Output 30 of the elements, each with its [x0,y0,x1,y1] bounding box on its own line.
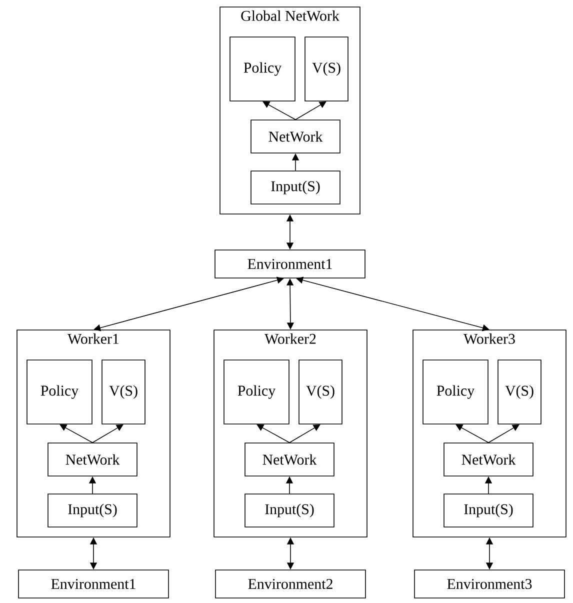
arrow [488,424,520,443]
process-box: V(S) [298,360,342,424]
process-box: V(S) [304,36,348,102]
process-box: V(S) [102,360,146,424]
process-box: Input(S) [244,494,334,528]
arrow [296,276,490,332]
arrow [92,424,124,443]
process-box: Policy [224,360,290,424]
process-box: NetWork [250,120,340,154]
process-box: Policy [422,360,488,424]
process-box: Input(S) [250,170,340,204]
process-box: NetWork [244,442,334,476]
arrow [60,424,93,443]
process-box: V(S) [498,360,542,424]
process-box: Policy [26,360,92,424]
process-box: Environment1 [18,570,169,598]
process-box: Policy [230,36,296,102]
arrow [94,276,284,332]
process-box: Input(S) [444,494,534,528]
process-box: NetWork [444,442,534,476]
process-box: NetWork [48,442,138,476]
arrow [456,424,489,443]
arrow [295,101,326,120]
arrow [289,424,320,443]
arrow [256,424,290,443]
process-box: Environment3 [414,570,565,598]
process-box: Environment1 [214,250,366,278]
arrow [262,101,296,120]
process-box: Input(S) [48,494,138,528]
process-box: Environment2 [215,570,366,598]
